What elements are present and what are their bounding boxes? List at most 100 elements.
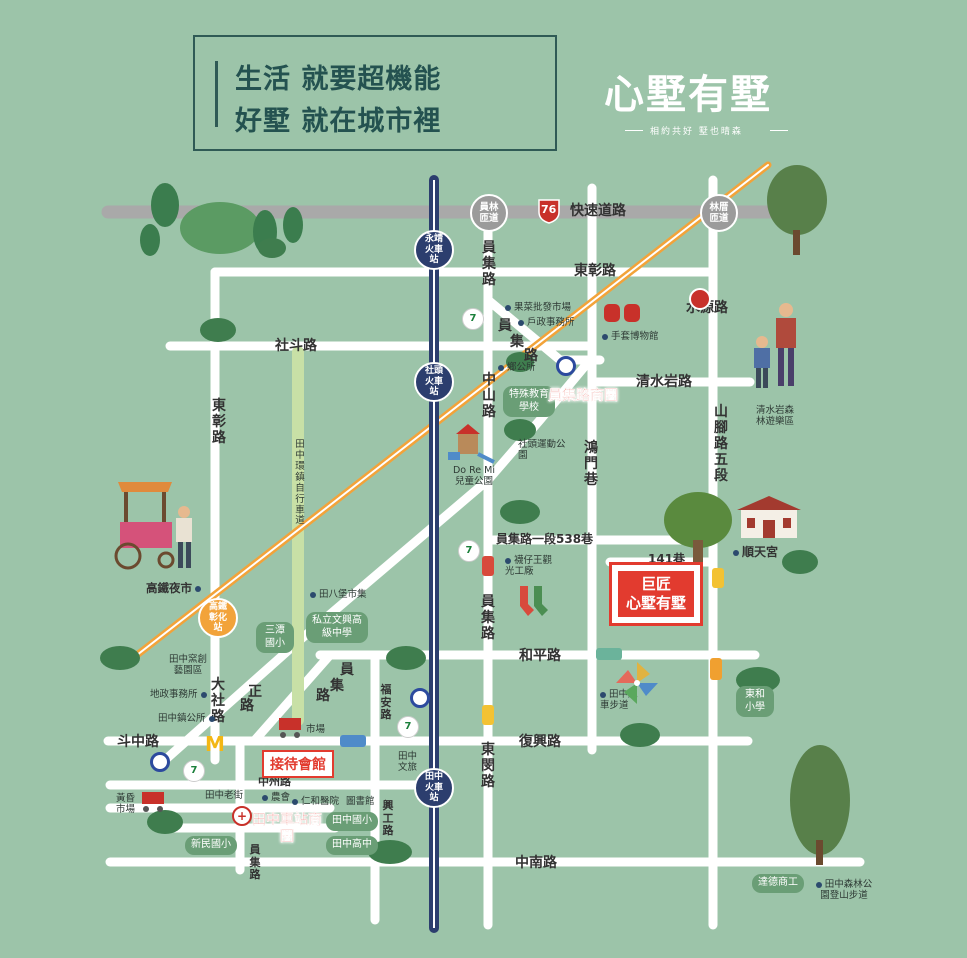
hospital-icon: + (232, 806, 252, 826)
shopping-cart-icon (142, 792, 164, 812)
poi-fuzaiwang[interactable]: 襪仔王觀光工廠 (505, 555, 553, 577)
label-yuanji-diagonal-3: 路 (524, 348, 538, 364)
label-yuanji538: 員集路一段538巷 (496, 532, 594, 546)
fire-department-icon (689, 288, 711, 310)
project-marker[interactable]: 巨匠 心墅有墅 (609, 562, 703, 626)
highway-shield-icon (538, 199, 560, 224)
socks-icon (520, 586, 548, 616)
poi-dot-icon (208, 715, 215, 722)
poi-fruit-market[interactable]: 果菜批發市場 (505, 302, 571, 314)
label-bike-trail: 田中環鎮自行車道 (295, 439, 305, 527)
poi-library[interactable]: 圖書館 (346, 796, 375, 807)
interchange-linlin[interactable]: 林厝匝道 (700, 194, 738, 232)
seven-eleven-icon: 7 (183, 760, 205, 782)
label-dongmin: 東閔路 (481, 742, 495, 791)
poi-wenxing-high[interactable]: 私立文興高級中學 (306, 612, 368, 643)
headline-line-1: 生活 就要超機能 (235, 64, 442, 95)
poi-household[interactable]: 戶政事務所 (518, 317, 575, 329)
poi-tianzhong-wenlv[interactable]: 田中文旅 (398, 751, 418, 773)
station-hsr-changhua[interactable]: 高鐵彰化站 (198, 598, 238, 638)
poi-shuntian[interactable]: 順天宮 (733, 545, 778, 560)
poi-hsr-night-market[interactable]: 高鐵夜市 (146, 581, 204, 595)
pxmart-icon (150, 752, 170, 772)
station-yongjing[interactable]: 永靖火車站 (414, 230, 454, 270)
poi-farmers-assoc[interactable]: 農會 (262, 792, 290, 804)
temple-icon (737, 496, 801, 538)
highlight-yuanji-business[interactable]: 員集路商圈 (548, 388, 618, 404)
poi-land-office[interactable]: 地政事務所 (150, 689, 210, 701)
brand-tagline: 相約共好 墅也晴森 (650, 127, 743, 137)
bushes (100, 238, 818, 864)
playground-icon (448, 424, 495, 464)
tree-top-right (767, 165, 827, 255)
pxmart-icon (556, 356, 576, 376)
car-icon (340, 735, 366, 747)
poi-dot-icon (498, 364, 504, 371)
label-zhongshan: 中山路 (482, 372, 496, 421)
label-fuan: 福安路 (380, 683, 392, 722)
poi-dot-icon (733, 549, 739, 556)
label-xinggong: 興工路 (382, 799, 394, 838)
poi-renhe-hospital[interactable]: 仁和醫院 (292, 796, 339, 808)
poi-donghe-school[interactable]: 東和小學 (736, 686, 774, 717)
poi-special-school[interactable]: 特殊教育學校 (503, 386, 555, 417)
poi-tianba-market[interactable]: 田八堡市集 (310, 589, 367, 601)
poi-township[interactable]: 鄉公所 (498, 362, 536, 374)
highlight-reception[interactable]: 接待會館 (262, 750, 334, 778)
poi-tianzhong-creative[interactable]: 田中窯創藝園區 (168, 654, 207, 676)
poi-tianzhong-high[interactable]: 田中高中 (326, 836, 378, 855)
poi-santan-elementary[interactable]: 三潭國小 (256, 622, 294, 653)
label-zhongzhou: 中州路 (258, 775, 291, 788)
poi-forest-park-trail[interactable]: 田中森林公園登山步道 (812, 879, 876, 902)
label-qingshuiyan: 清水岩路 (636, 374, 692, 390)
interchange-yuanlin[interactable]: 員林匝道 (470, 194, 508, 232)
poi-dot-icon (262, 794, 268, 801)
label-zhengji-1: 正 (248, 684, 262, 700)
poi-qingshuiyan-park[interactable]: 清水岩森林遊樂區 (755, 405, 794, 427)
mcdonalds-icon: M (205, 732, 225, 756)
label-fuxing: 復興路 (519, 734, 561, 750)
highlight-tianzhong-business[interactable]: 田中車站商圈 (252, 812, 322, 845)
label-shanjiao: 山腳路五段 (714, 404, 728, 485)
road-yuanji-diagonal (160, 355, 595, 765)
project-name: 巨匠 心墅有墅 (618, 571, 694, 617)
car-icon (482, 705, 494, 725)
brand-logo: 心墅有墅 (604, 72, 772, 118)
shopping-cart-icon (279, 718, 301, 738)
station-tianzhong[interactable]: 田中火車站 (414, 768, 454, 808)
poi-evening-market[interactable]: 黃昏市場 (116, 793, 136, 815)
brand-line-left (625, 130, 643, 131)
poi-tianzhong-elementary[interactable]: 田中國小 (326, 812, 378, 831)
pxmart-icon (410, 688, 430, 708)
poi-dade-school[interactable]: 達德商工 (752, 874, 804, 893)
label-shedou: 社斗路 (275, 338, 317, 354)
road-dongzhang (210, 267, 715, 297)
poi-xinmin-elementary[interactable]: 新民國小 (185, 836, 237, 855)
poi-dot-icon (310, 591, 316, 598)
label-hongmen: 鴻門巷 (584, 440, 598, 489)
poi-dot-icon (505, 557, 511, 564)
seven-eleven-icon: 7 (458, 540, 480, 562)
poi-doremi-park[interactable]: Do Re Mi兒童公園 (452, 465, 496, 487)
poi-old-street[interactable]: 田中老街 (205, 790, 244, 801)
poi-township-office[interactable]: 田中鎮公所 (158, 713, 218, 725)
poi-sports-park[interactable]: 社頭運動公園 (518, 439, 566, 461)
label-dashe: 大社路 (211, 677, 225, 726)
label-yuanji-mid: 員集路 (481, 594, 495, 643)
project-name-line2: 心墅有墅 (625, 593, 686, 612)
label-yuanji-bottom: 員集路 (249, 843, 261, 882)
project-name-line1: 巨匠 (640, 575, 671, 593)
label-zhengji-4: 路 (316, 688, 330, 704)
label-zhongnan: 中南路 (515, 855, 557, 871)
poi-market[interactable]: 市場 (306, 724, 326, 735)
poi-dot-icon (600, 691, 606, 698)
poi-sock-museum[interactable]: 手套博物館 (602, 331, 659, 343)
label-zhengji-5: 員 (340, 662, 354, 678)
windmill-icon (616, 662, 658, 704)
station-shetou[interactable]: 社頭火車站 (414, 362, 454, 402)
seven-eleven-icon: 7 (462, 308, 484, 330)
poi-dot-icon (292, 798, 298, 805)
poi-windmill-trail[interactable]: 田中風車步道 (600, 689, 638, 711)
label-dongzhang: 東彰路 (574, 263, 616, 279)
